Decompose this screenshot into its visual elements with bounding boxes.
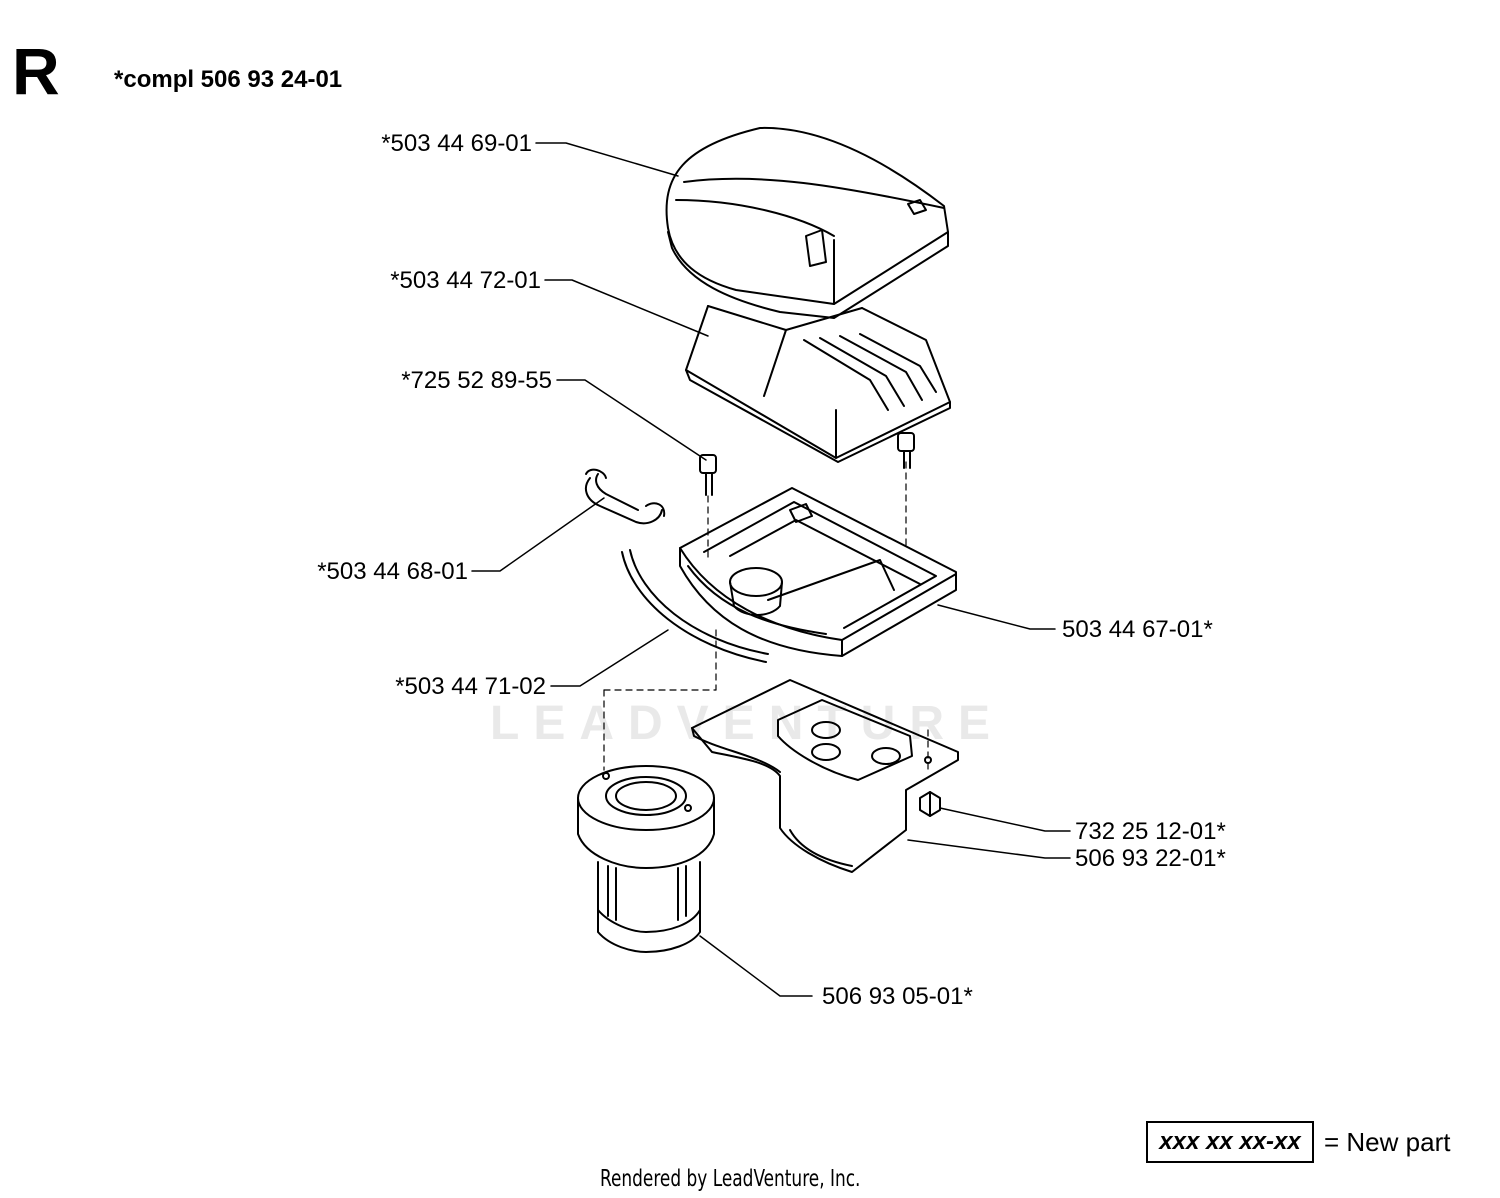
leader-clip	[472, 498, 604, 571]
part-label-seal-strip: *503 44 71-02	[395, 673, 546, 700]
part-label-cover: *503 44 69-01	[381, 130, 532, 157]
watermark: LEADVENTURE	[490, 697, 1005, 750]
nut-drawing	[920, 792, 940, 816]
filter-upper-drawing	[686, 306, 950, 462]
part-label-round-filter: 506 93 05-01*	[822, 983, 973, 1010]
seal-strip-drawing	[622, 550, 768, 662]
leader-seal	[551, 630, 668, 686]
leader-lines	[472, 143, 1070, 996]
leader-cover	[536, 143, 678, 176]
legend-text: = New part	[1324, 1127, 1451, 1157]
leader-base	[908, 840, 1070, 858]
part-label-filter-upper: *503 44 72-01	[390, 267, 541, 294]
part-label-base-plate: 506 93 22-01*	[1075, 845, 1226, 872]
section-letter: R	[12, 34, 60, 108]
part-label-screw: *725 52 89-55	[401, 367, 552, 394]
leader-nut	[940, 808, 1070, 831]
leader-screw	[557, 380, 706, 460]
part-label-filter-holder: 503 44 67-01*	[1062, 616, 1213, 643]
round-filter-drawing	[578, 766, 714, 952]
part-label-clip: *503 44 68-01	[317, 558, 468, 585]
part-label-nut: 732 25 12-01*	[1075, 818, 1226, 845]
leader-round-filter	[700, 936, 812, 996]
screw-drawing	[700, 433, 914, 495]
base-plate-drawing	[692, 680, 958, 872]
footer-credit: Rendered by LeadVenture, Inc.	[600, 1166, 861, 1192]
legend-box: xxx xx xx-xx	[1146, 1121, 1314, 1163]
filter-holder-drawing	[680, 488, 956, 656]
leader-filter-holder	[938, 605, 1055, 629]
leader-filter-upper	[545, 280, 708, 336]
clip-drawing	[586, 470, 664, 524]
cover-drawing	[667, 128, 948, 318]
kit-title: *compl 506 93 24-01	[114, 66, 343, 93]
